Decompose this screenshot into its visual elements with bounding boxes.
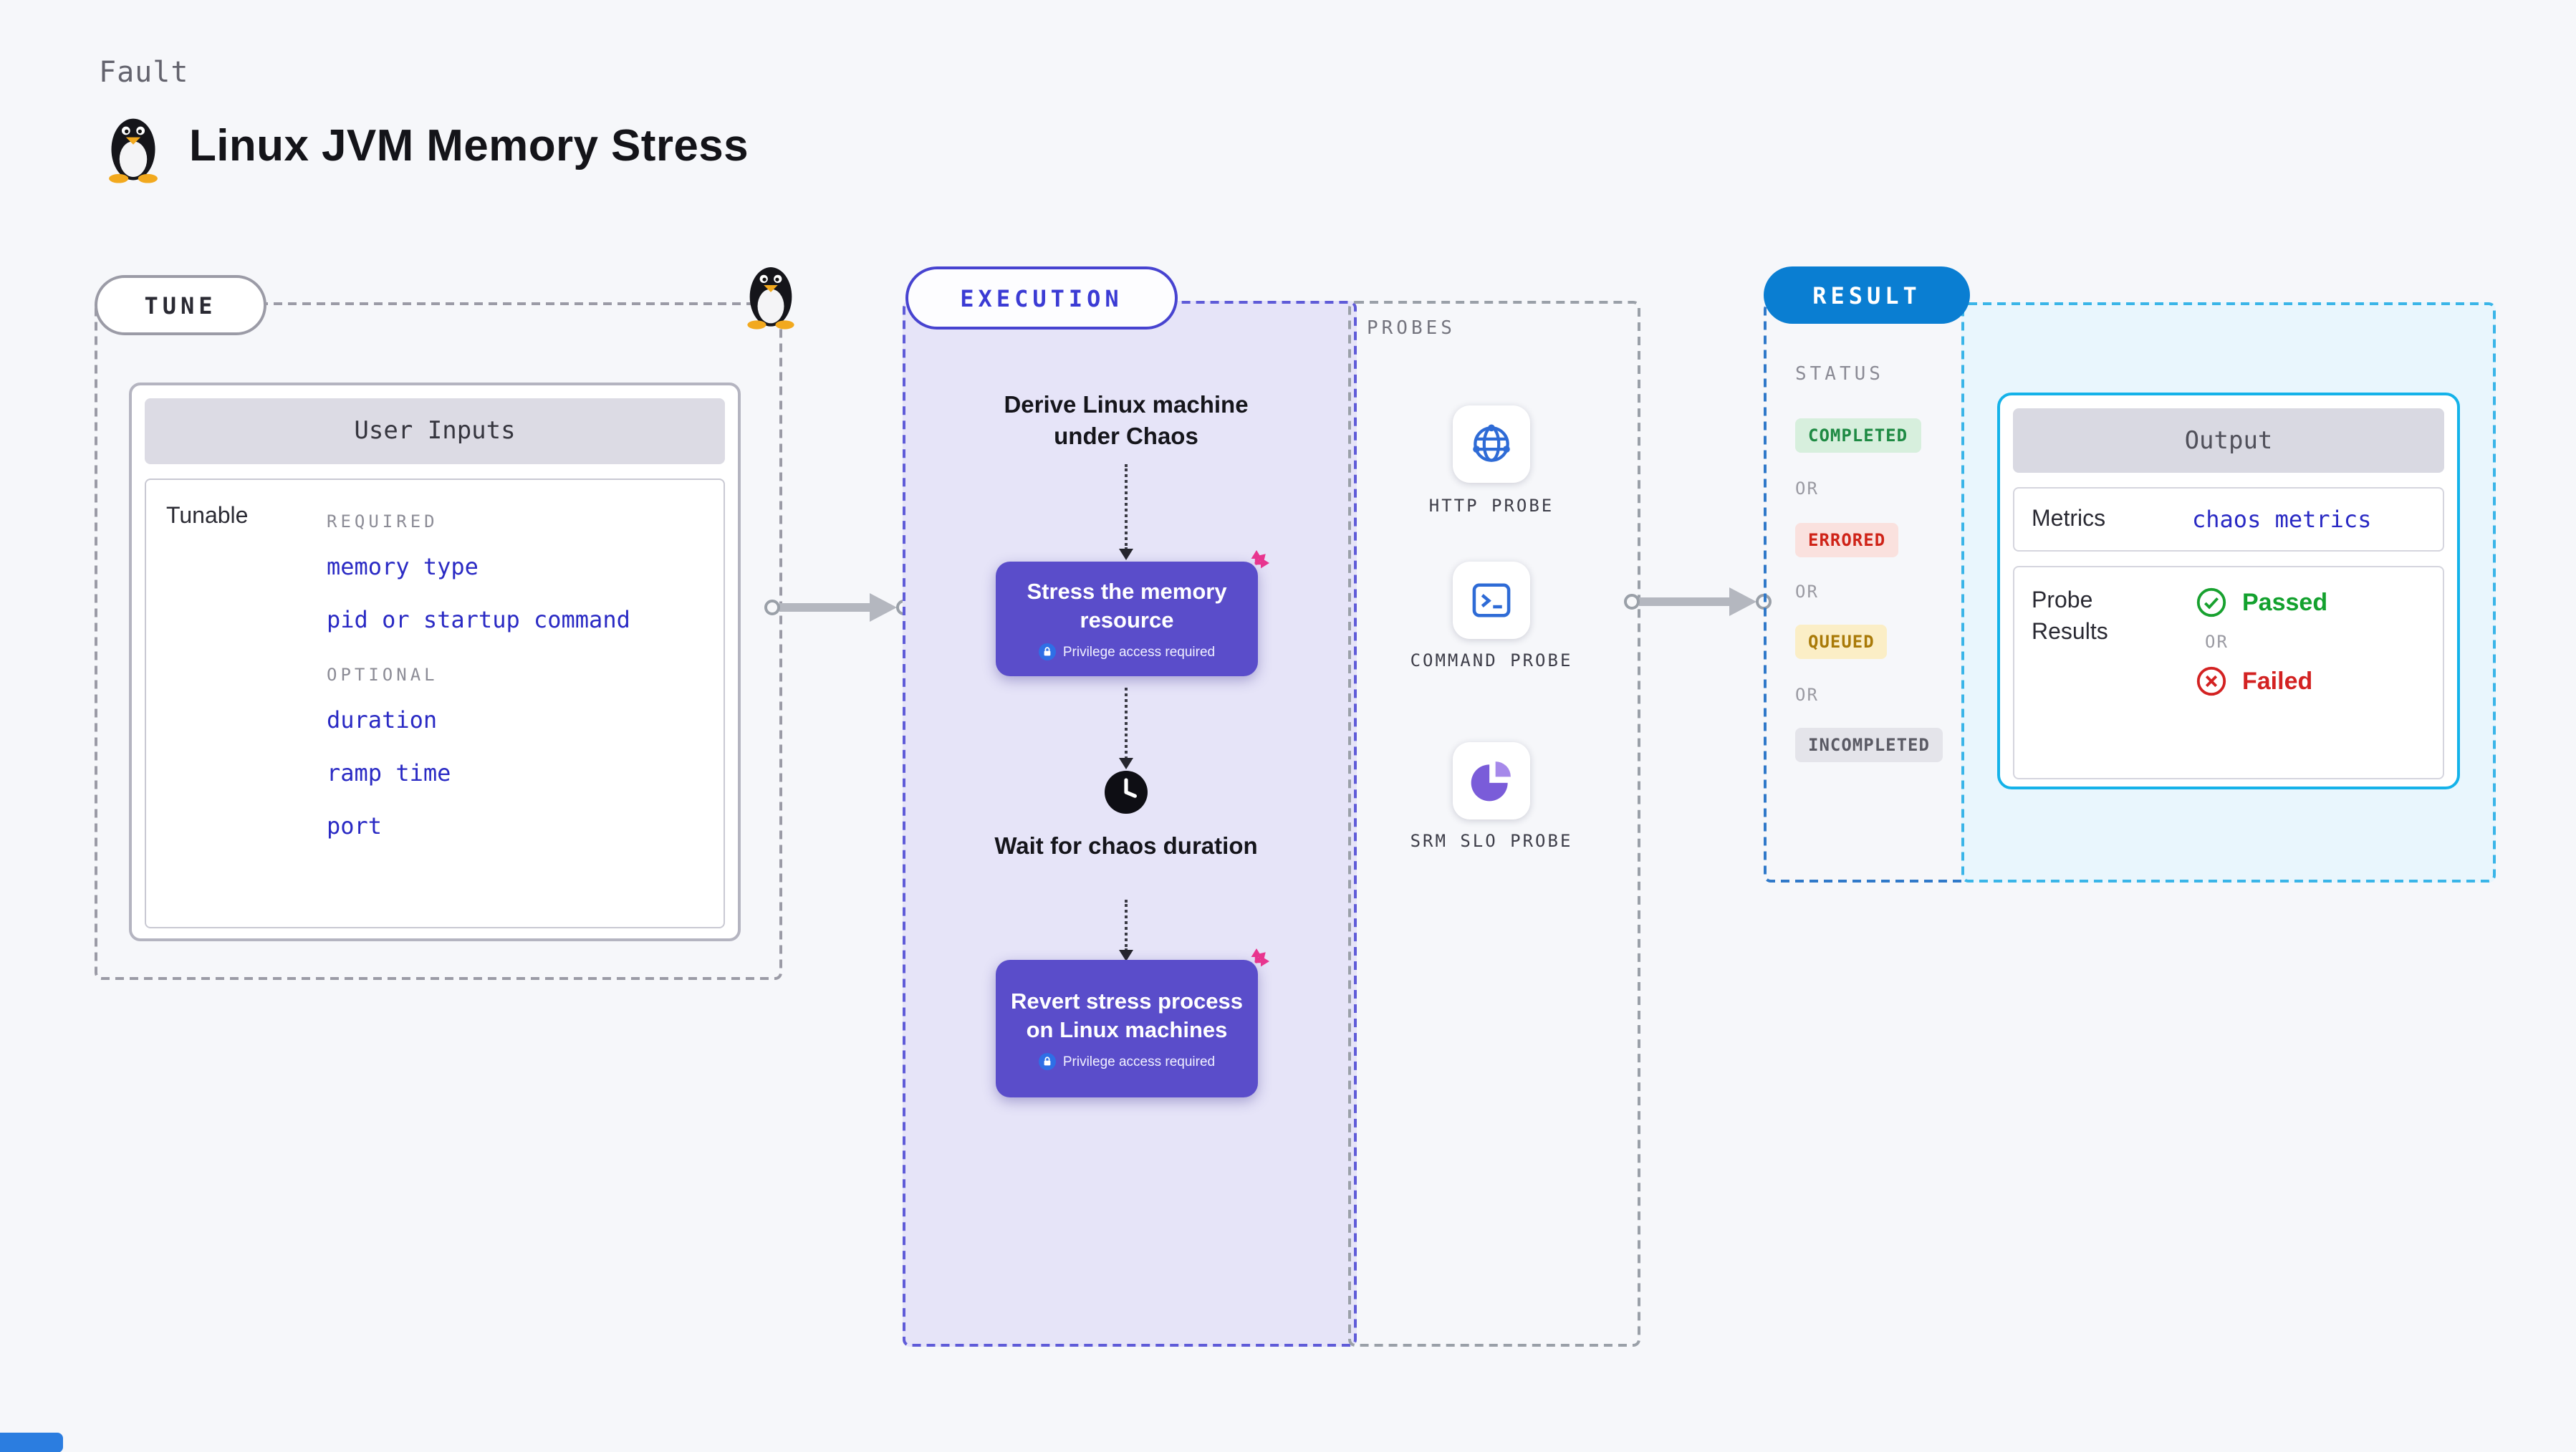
http-probe-label: HTTP PROBE bbox=[1428, 496, 1554, 516]
terminal-icon bbox=[1467, 576, 1516, 625]
derive-step-text: Derive Linux machine under Chaos bbox=[1004, 393, 1249, 451]
linux-tux-icon bbox=[100, 109, 166, 183]
command-probe-card bbox=[1453, 562, 1530, 639]
http-probe-card bbox=[1453, 405, 1530, 483]
probe-results-row: Probe Results Passed OR bbox=[2013, 566, 2444, 779]
privilege-badge: Privilege access required bbox=[1009, 1053, 1245, 1071]
input-port[interactable]: port bbox=[327, 812, 383, 840]
privilege-badge-label: Privilege access required bbox=[1062, 1054, 1216, 1070]
status-badge-incompleted: INCOMPLETED bbox=[1795, 728, 1943, 762]
required-label: REQUIRED bbox=[327, 511, 438, 532]
linux-tux-icon-small bbox=[739, 258, 802, 330]
user-inputs-body: Tunable REQUIRED memory type pid or star… bbox=[145, 479, 725, 928]
pie-chart-icon bbox=[1467, 756, 1516, 805]
input-ramp-time[interactable]: ramp time bbox=[327, 759, 451, 787]
privilege-badge: Privilege access required bbox=[1009, 643, 1245, 661]
execution-region bbox=[903, 301, 1357, 1347]
x-circle-icon bbox=[2195, 665, 2228, 698]
metrics-row: Metrics chaos metrics bbox=[2013, 487, 2444, 552]
input-duration[interactable]: duration bbox=[327, 706, 438, 734]
privilege-badge-label: Privilege access required bbox=[1062, 644, 1216, 660]
check-circle-icon bbox=[2195, 586, 2228, 619]
dotted-connector bbox=[1119, 464, 1133, 560]
user-inputs-title: User Inputs bbox=[145, 398, 725, 464]
srm-slo-probe-label: SRM SLO PROBE bbox=[1410, 831, 1573, 851]
lock-icon bbox=[1038, 643, 1056, 661]
fault-eyebrow: Fault bbox=[99, 54, 189, 89]
srm-slo-probe-card bbox=[1453, 742, 1530, 819]
output-card: Output Metrics chaos metrics Probe Resul… bbox=[1997, 393, 2460, 789]
bottom-left-blue-fragment bbox=[0, 1433, 63, 1452]
metrics-label: Metrics bbox=[2032, 506, 2106, 531]
chaos-metrics-link[interactable]: chaos metrics bbox=[2192, 506, 2372, 533]
result-pill: RESULT bbox=[1764, 266, 1970, 324]
revert-stress-step: Revert stress process on Linux machines … bbox=[996, 948, 1269, 1097]
chaos-pink-icon bbox=[1239, 944, 1274, 979]
probe-results-label: Probe Results bbox=[2032, 589, 2108, 645]
result-status-region bbox=[1764, 302, 1964, 883]
dotted-connector bbox=[1119, 688, 1133, 769]
lock-icon bbox=[1038, 1053, 1056, 1071]
passed-label: Passed bbox=[2242, 588, 2328, 615]
revert-step-title: Revert stress process on Linux machines bbox=[1011, 989, 1243, 1042]
failed-line: Failed bbox=[2195, 665, 2327, 698]
execution-pill: EXECUTION bbox=[905, 266, 1178, 330]
user-inputs-card: User Inputs Tunable REQUIRED memory type… bbox=[129, 383, 741, 941]
optional-label: OPTIONAL bbox=[327, 665, 438, 685]
chaos-pink-icon bbox=[1239, 546, 1274, 580]
command-probe-label: COMMAND PROBE bbox=[1410, 650, 1573, 670]
passed-line: Passed bbox=[2195, 586, 2327, 619]
tunable-label: Tunable bbox=[166, 504, 249, 529]
or-separator: OR bbox=[2205, 632, 2229, 652]
input-memory-type[interactable]: memory type bbox=[327, 553, 479, 580]
status-badge-queued: QUEUED bbox=[1795, 625, 1888, 659]
probes-label: PROBES bbox=[1367, 318, 1456, 340]
probes-region bbox=[1348, 301, 1640, 1347]
flow-arrow-tune-to-execution bbox=[762, 587, 914, 635]
stress-step-title: Stress the memory resource bbox=[1027, 580, 1227, 633]
output-title: Output bbox=[2013, 408, 2444, 473]
title-row: Linux JVM Memory Stress bbox=[100, 109, 749, 183]
input-pid-or-startup-command[interactable]: pid or startup command bbox=[327, 606, 630, 633]
tune-region bbox=[95, 302, 782, 980]
failed-label: Failed bbox=[2242, 667, 2313, 694]
tune-pill: TUNE bbox=[95, 275, 266, 335]
or-separator: OR bbox=[1795, 479, 1819, 499]
flow-arrow-probes-to-result bbox=[1622, 582, 1774, 629]
globe-network-icon bbox=[1467, 420, 1516, 468]
wait-step-text: Wait for chaos duration bbox=[994, 834, 1258, 860]
stress-memory-step: Stress the memory resource Privilege acc… bbox=[996, 550, 1269, 676]
status-label: STATUS bbox=[1795, 364, 1884, 385]
or-separator: OR bbox=[1795, 685, 1819, 705]
page-title: Linux JVM Memory Stress bbox=[189, 120, 749, 170]
status-badge-completed: COMPLETED bbox=[1795, 418, 1921, 453]
dotted-connector bbox=[1119, 900, 1133, 961]
status-badge-errored: ERRORED bbox=[1795, 523, 1899, 557]
or-separator: OR bbox=[1795, 582, 1819, 602]
clock-icon bbox=[1102, 768, 1150, 817]
